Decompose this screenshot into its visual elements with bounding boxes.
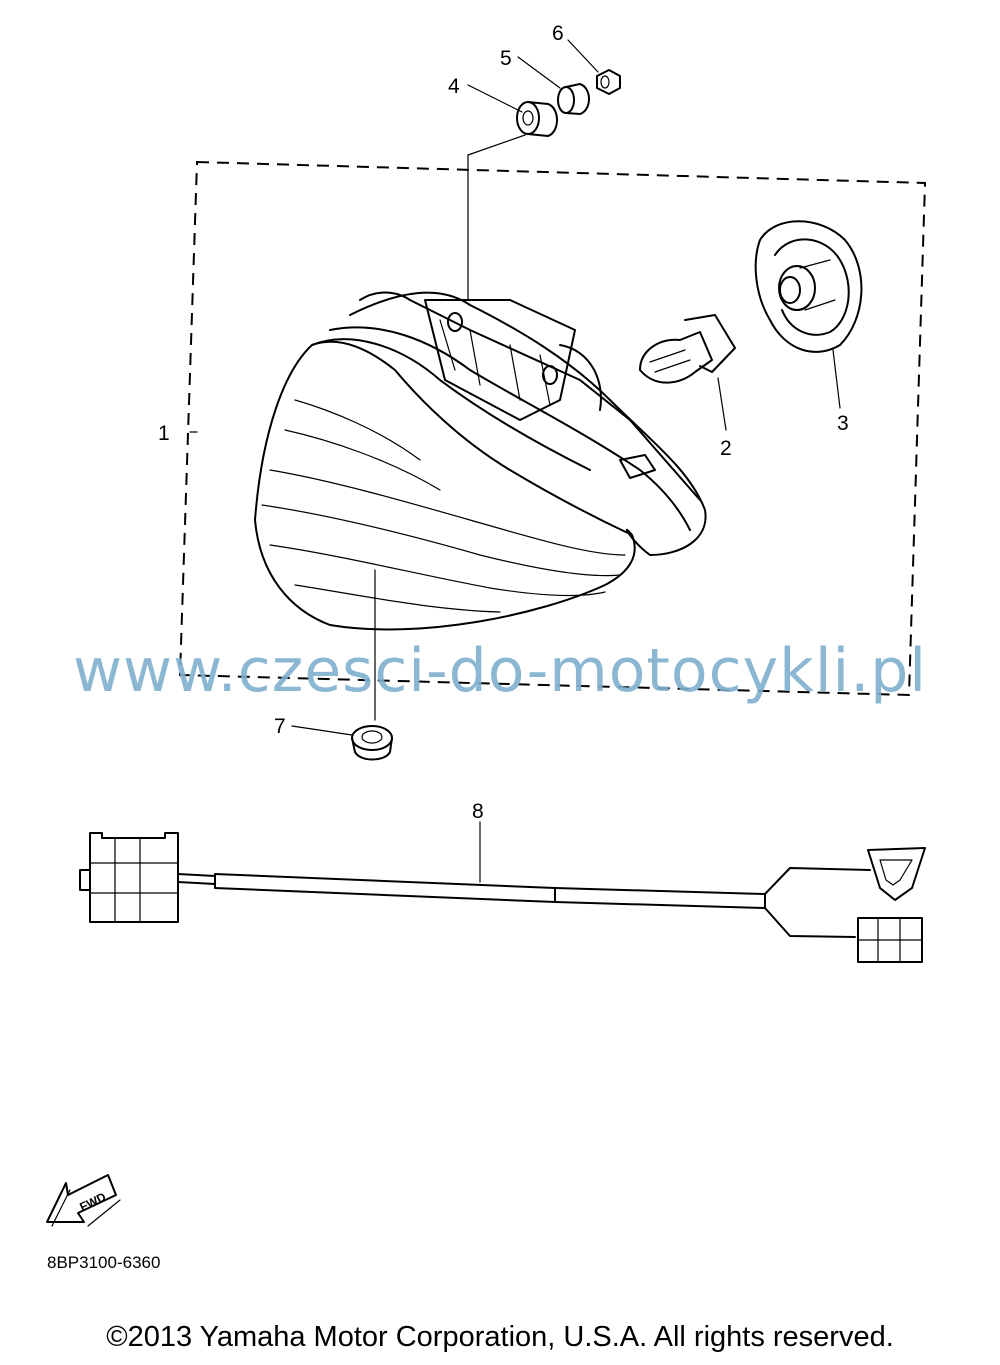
fwd-label: FWD [77,1190,108,1215]
callout-5: 5 [500,47,512,70]
callout-6: 6 [552,22,564,45]
assembly-boundary [178,160,927,697]
callout-8: 8 [472,800,484,823]
bulb [639,314,736,384]
fwd-arrow-icon: FWD [46,1174,121,1227]
copyright-notice: ©2013 Yamaha Motor Corporation, U.S.A. A… [106,1321,894,1353]
callout-7: 7 [274,715,286,738]
wire-harness [79,832,926,963]
leader-lines [189,39,841,883]
bulb-cover [754,220,863,353]
callout-2: 2 [720,437,732,460]
watermark-text: www.czesci-do-motocykli.pl [72,636,928,706]
collar [557,83,590,115]
callout-1: 1 [158,422,170,445]
plug [351,725,393,761]
headlight-assembly [254,291,707,631]
callout-3: 3 [837,412,849,435]
grommet [516,101,558,137]
callout-4: 4 [448,75,460,98]
drawing-code: 8BP3100-6360 [47,1253,161,1272]
nut [596,69,621,95]
